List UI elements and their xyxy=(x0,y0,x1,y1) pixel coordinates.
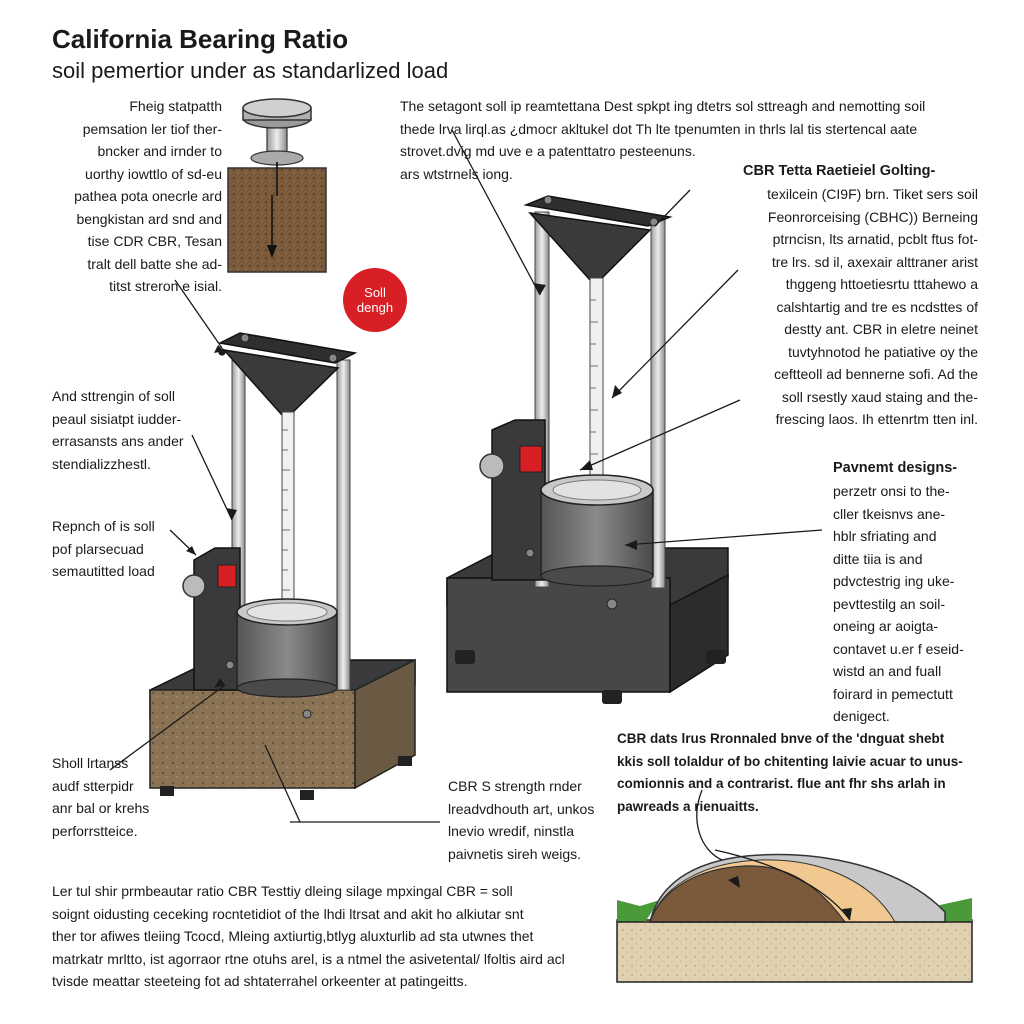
pavement-body: perzetr onsi to the- cller tkeisnvs ane-… xyxy=(833,483,964,724)
repnch-left-label: Repnch of is soll pof plarsecuad semauti… xyxy=(52,518,155,579)
page-title: California Bearing Ratio xyxy=(52,24,349,54)
shell-left-label: Sholl lrtanss audf stterpidr anr bal or … xyxy=(52,755,150,839)
cbr-data-text: CBR dats lrus Rronnaled bnve of the 'dng… xyxy=(617,731,963,814)
cbr-machine-left xyxy=(149,332,416,800)
arrowheads xyxy=(186,283,852,920)
soil-strength-badge: Soll dengh xyxy=(343,268,407,332)
cbr-test-heading: CBR Tetta Raetieiel Golting- xyxy=(743,163,936,179)
plunger-sample-illustration xyxy=(227,98,327,273)
cbrs-strength-label: CBR S strength rnder lreadvdhouth art, u… xyxy=(448,778,595,862)
cbr-machine-right xyxy=(446,195,729,704)
top-center-text: The setagont soll ip reamtettana Dest sp… xyxy=(400,98,926,182)
page-subtitle: soil pemertior under as standarlized loa… xyxy=(52,58,449,83)
cbr-test-body: texilcein (CI9F) brn. Tiket sers soil Fe… xyxy=(767,186,978,427)
pavement-cross-section xyxy=(616,853,973,983)
leader-lines xyxy=(109,129,851,921)
strength-left-label: And sttrengin of soll peaul sisiatpt iud… xyxy=(52,388,184,472)
bottom-paragraph: Ler tul shir prmbeautar ratio CBR Testti… xyxy=(52,883,565,989)
pavement-heading: Pavnemt designs- xyxy=(833,460,958,476)
intro-left-text: Fheig statpatth pemsation ler tiof ther-… xyxy=(74,98,222,294)
